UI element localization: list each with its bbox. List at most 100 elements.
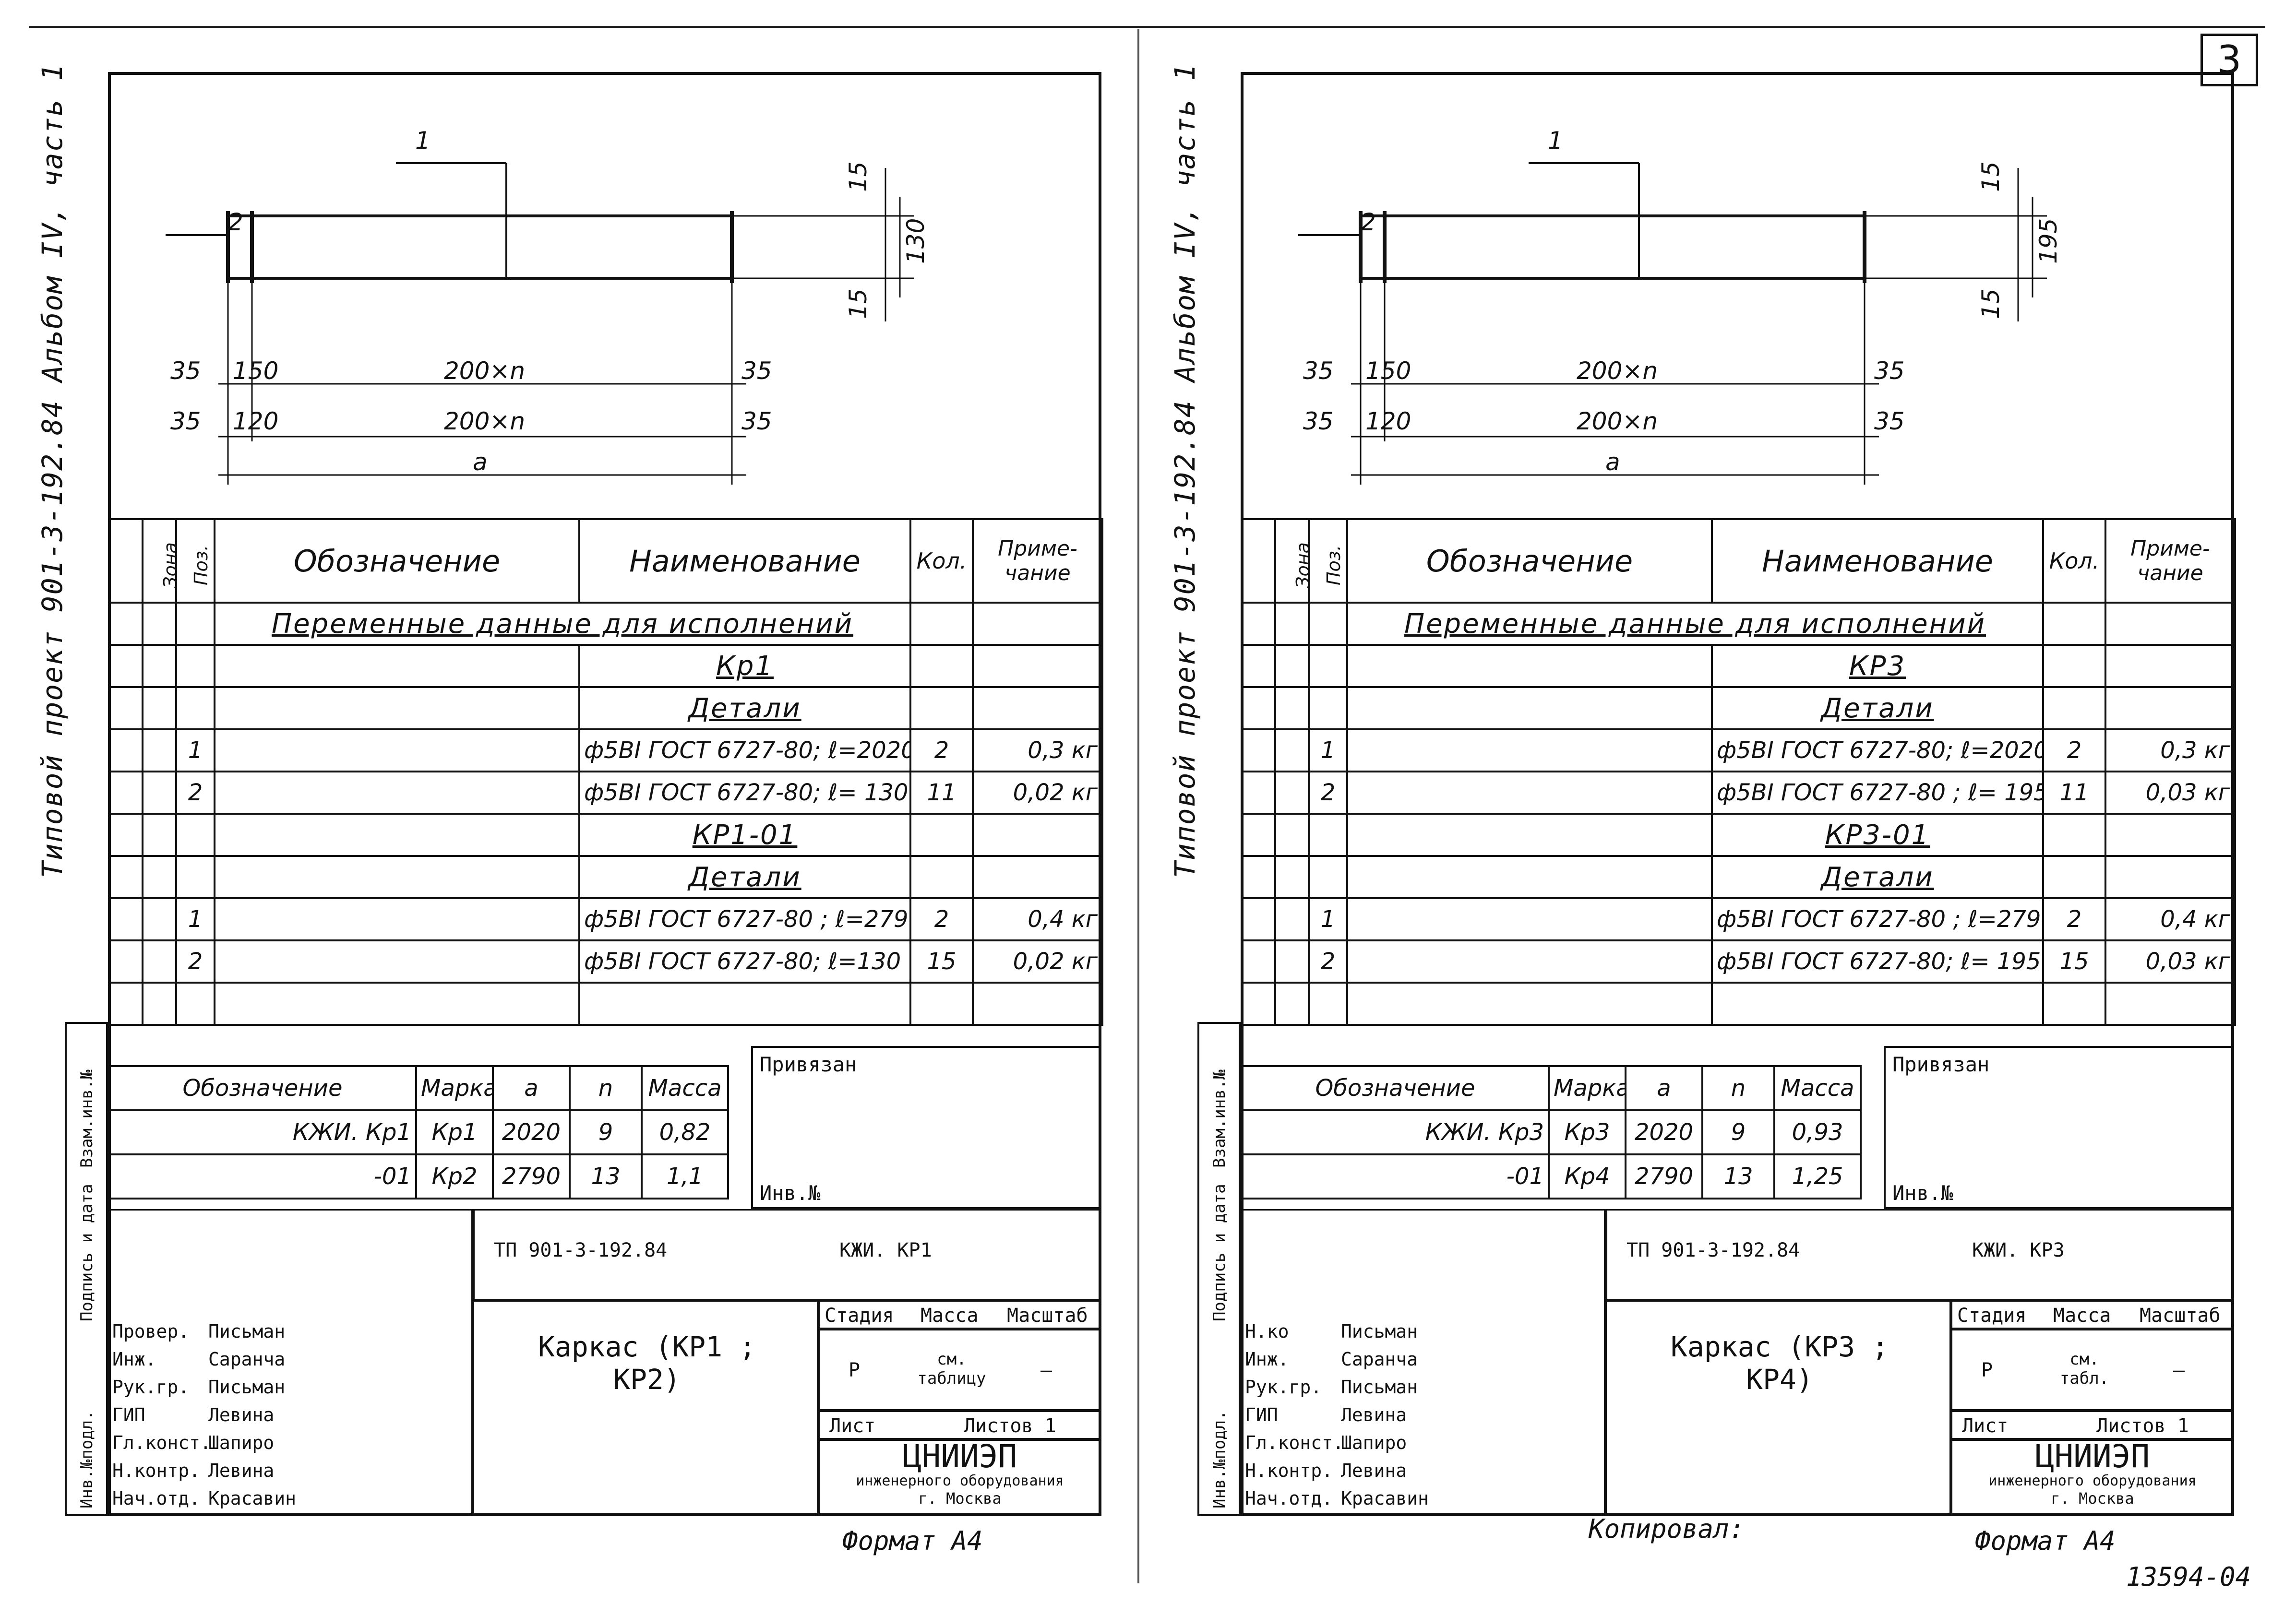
variants-cell: 9 xyxy=(569,1109,643,1155)
item-name: ф5BI ГОСТ 6727-80; ℓ=2020 xyxy=(1711,728,2044,772)
person-name: Левина xyxy=(1341,1404,1407,1425)
signature-row: Нач.отд. Красавин xyxy=(112,1488,297,1515)
role: Провер. xyxy=(112,1321,190,1342)
person-name: Красавин xyxy=(208,1488,297,1509)
mass-header: Масса xyxy=(2053,1305,2111,1327)
mass-value: см. табл. xyxy=(2059,1350,2109,1388)
spec-subtitle: Кр1 xyxy=(578,644,911,688)
item-qty: 2 xyxy=(2042,728,2106,772)
header-designation: Обозначение xyxy=(214,518,580,604)
signature-row: Нач.отд.Красавин xyxy=(1245,1488,1429,1515)
variants-cell: 13 xyxy=(1701,1153,1775,1199)
signature-row: Рук.гр.Письман xyxy=(112,1377,285,1404)
variants-cell: 2020 xyxy=(492,1109,571,1155)
row2-left-dim: 35 xyxy=(1303,407,1334,435)
item-pos: 2 xyxy=(175,939,215,984)
item-pos: 1 xyxy=(175,897,215,941)
item-qty: 15 xyxy=(2042,939,2106,984)
role: Н.контр. xyxy=(1245,1460,1333,1481)
header-note: Приме-чание xyxy=(2105,518,2236,604)
role: Гл.конст. xyxy=(112,1432,211,1453)
variants-cell: -01 xyxy=(1241,1153,1550,1199)
dim-top-offset: 15 xyxy=(1977,161,2005,192)
variants-header: a xyxy=(492,1065,571,1111)
item-note: 0,03 кг xyxy=(2105,771,2236,815)
header-qty: Кол. xyxy=(2042,518,2106,604)
dim-bottom-offset: 15 xyxy=(1977,288,2005,319)
item-pos: 1 xyxy=(175,728,215,772)
specification-table: Формат Зона Поз. Обозначение Наименовани… xyxy=(1241,518,2236,1026)
stamp-code-row: ТП 901-3-192.84 КЖИ. КР3 xyxy=(1605,1209,2234,1300)
subtitle-text: Детали xyxy=(688,692,801,724)
variants-header: Масса xyxy=(1773,1065,1862,1111)
organization-city: г. Москва xyxy=(918,1489,1002,1508)
spec-subtitle: КР3 xyxy=(1711,644,2044,688)
variants-cell: 1,25 xyxy=(1773,1153,1862,1199)
signature-row: Н.контр.Левина xyxy=(1245,1460,1407,1488)
top-border-line xyxy=(29,26,2265,28)
role: Рук.гр. xyxy=(1245,1377,1322,1398)
row1-span-dim: 200×n xyxy=(444,357,525,385)
variants-cell: Кр3 xyxy=(1548,1109,1626,1155)
item-pos: 2 xyxy=(175,771,215,815)
item-name: ф5BI ГОСТ 6727-80 ; ℓ=2790 xyxy=(578,897,911,941)
frame-drawing: 1 2 15 15 130 35 150 200×n 35 35 120 200… xyxy=(166,127,930,485)
item-qty: 2 xyxy=(909,728,974,772)
variants-header: Обозначение xyxy=(108,1065,417,1111)
frame-drawing: 1 2 15 15 195 35 150 200×n 35 35 120 200… xyxy=(1298,127,2062,485)
variants-cell: 2790 xyxy=(492,1153,571,1199)
stamp-headers: Стадия Масса Масштаб xyxy=(818,1300,1101,1329)
item-qty: 2 xyxy=(909,897,974,941)
item-name: ф5BI ГОСТ 6727-80; ℓ=2020 xyxy=(578,728,911,772)
header-designation: Обозначение xyxy=(1346,518,1713,604)
spec-row: КР3-01 xyxy=(1241,813,2236,857)
role: Нач.отд. xyxy=(112,1488,201,1509)
spec-row: Переменные данные для исполнений xyxy=(108,602,1103,646)
section-text: Переменные данные для исполнений xyxy=(271,608,853,640)
stage-header: Стадия xyxy=(825,1305,894,1327)
drawing-sheet-2: Типовой проект 901-3-192.84 Альбом IV, ч… xyxy=(1169,63,2236,1556)
strip-inv-original: Инв.№подл. xyxy=(77,1410,96,1508)
subtitle-text: КР3 xyxy=(1849,650,1906,682)
variants-header: n xyxy=(1701,1065,1775,1111)
person-name: Левина xyxy=(208,1460,275,1481)
item-note: 0,02 кг xyxy=(972,939,1103,984)
binding-label: Привязан xyxy=(1892,1053,1990,1076)
sheets-label: Листов 1 xyxy=(964,1415,1056,1437)
variants-cell: 2020 xyxy=(1625,1109,1703,1155)
dim-height: 195 xyxy=(2034,218,2062,264)
role: Инж. xyxy=(112,1349,156,1370)
person-name: Письман xyxy=(1341,1321,1418,1342)
spec-row: Детали xyxy=(1241,686,2236,730)
variants-cell: КЖИ. Кр3 xyxy=(1241,1109,1550,1155)
item-note: 0,3 кг xyxy=(2105,728,2236,772)
header-zone: Зона xyxy=(142,518,177,604)
person-name: Письман xyxy=(1341,1377,1418,1398)
subtitle-text: КР1-01 xyxy=(692,819,798,851)
variants-cell: 9 xyxy=(1701,1109,1775,1155)
row2-span-dim: 200×n xyxy=(444,407,525,435)
role: Инж. xyxy=(1245,1349,1289,1370)
binding-box: Привязан Инв.№ xyxy=(1884,1046,2234,1209)
organization-city: г. Москва xyxy=(2051,1489,2134,1508)
variants-cell: 2790 xyxy=(1625,1153,1703,1199)
spec-section-title: Переменные данные для исполнений xyxy=(1346,602,2044,646)
role: ГИП xyxy=(1245,1404,1278,1425)
stamp-title-cell: Каркас (КР3 ; КР4) xyxy=(1605,1300,1951,1516)
variants-header: n xyxy=(569,1065,643,1111)
pos-1-label: 1 xyxy=(1548,127,1563,154)
spec-row: Переменные данные для исполнений xyxy=(1241,602,2236,646)
strip-signature-date: Подпись и дата xyxy=(77,1184,96,1321)
row2-right-dim: 35 xyxy=(741,407,772,435)
